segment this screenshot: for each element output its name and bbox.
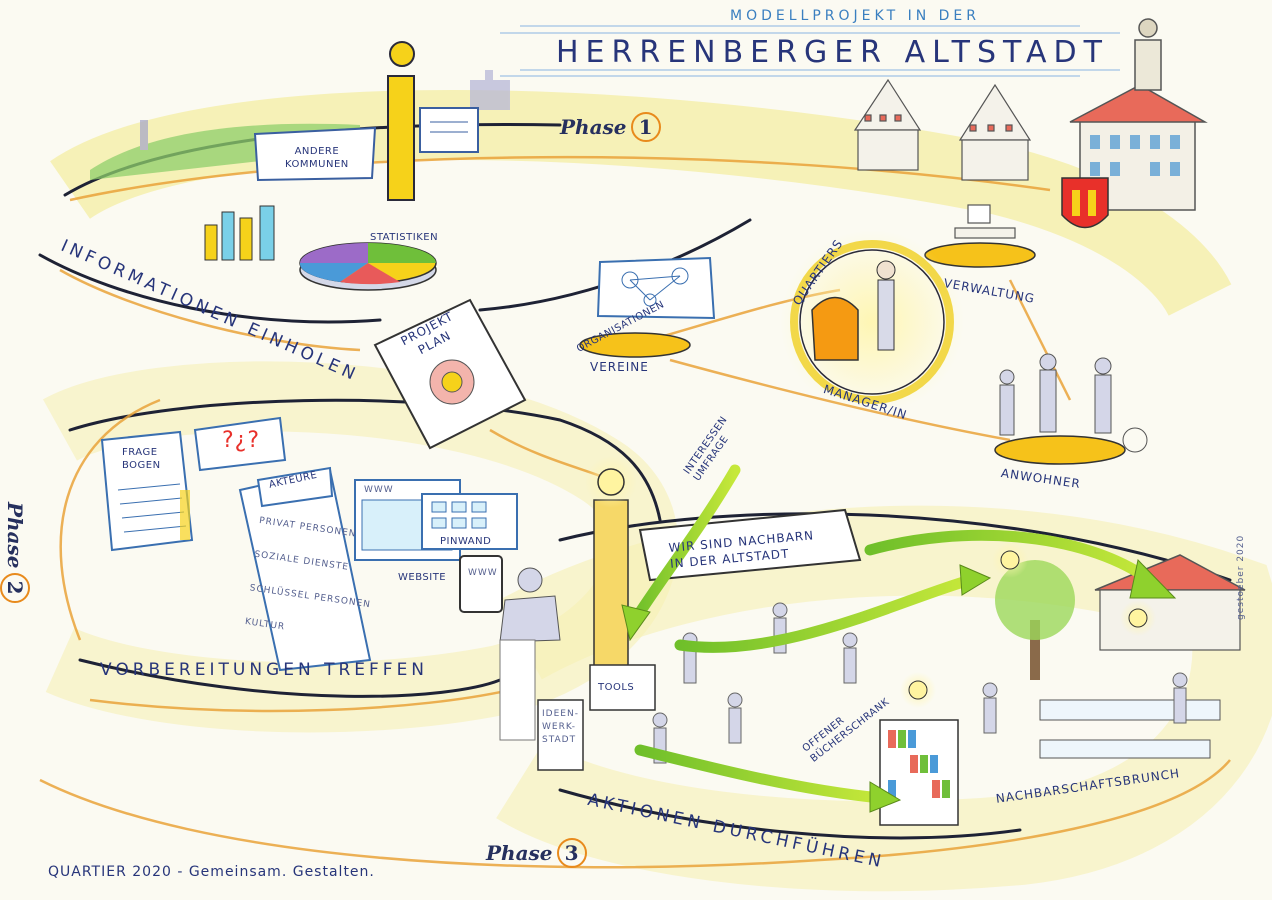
phase-2-label: Phase 2 xyxy=(0,502,30,603)
coat-of-arms-icon xyxy=(1061,177,1109,229)
vereine-label: VEREINE xyxy=(590,360,649,374)
website-label: WEBSITE xyxy=(398,572,447,583)
title-line-1: MODELLPROJEKT IN DER xyxy=(730,8,980,24)
pinwand-board xyxy=(421,493,518,550)
footer-slogan: QUARTIER 2020 - Gemeinsam. Gestalten. xyxy=(48,864,375,880)
andere-kommunen-label: ANDERE KOMMUNEN xyxy=(285,145,349,171)
fragebogen-line-1: FRAGE xyxy=(122,447,158,458)
andere-kommunen-line-2: KOMMUNEN xyxy=(285,159,349,170)
andere-kommunen-line-1: ANDERE xyxy=(294,146,340,157)
phase-3-word: Phase xyxy=(486,841,553,865)
fragebogen-sheet xyxy=(100,430,194,552)
title-underlines xyxy=(500,25,1120,77)
akteure-item-2: SOZIALE DIENSTE xyxy=(253,549,350,573)
organisationen-board xyxy=(579,256,716,358)
title-line-2: HERRENBERGER ALTSTADT xyxy=(556,35,1109,70)
website-www-label: WWW xyxy=(364,485,394,495)
tablet-www-label: WWW xyxy=(468,568,498,578)
question-bubble xyxy=(193,416,287,472)
ideenwerkstadt-label: IDEEN- WERK- STADT xyxy=(542,708,579,747)
quartiers-manager-circle xyxy=(780,230,964,414)
crowd-figures xyxy=(652,602,1188,764)
akteure-scroll xyxy=(238,466,372,672)
tools-box xyxy=(589,664,656,711)
ideenwerkstadt-line-1: IDEEN- xyxy=(542,709,579,719)
signature: gestoeber 2020 xyxy=(1236,534,1246,620)
arrow-heads xyxy=(621,558,1177,813)
speech-bubble-kommunen xyxy=(253,126,377,182)
fragebogen-label: FRAGE BOGEN xyxy=(122,446,161,472)
statistics-bars xyxy=(204,205,275,261)
info-board xyxy=(419,107,479,153)
bookshelf xyxy=(879,719,959,826)
ideenwerkstadt-sign xyxy=(499,639,584,771)
pinwand-label: PINWAND xyxy=(440,536,492,547)
town-hall xyxy=(1069,18,1208,211)
phase-3-number: 3 xyxy=(556,838,587,868)
phase-1-number: 1 xyxy=(630,112,661,142)
path-outlines xyxy=(38,122,1232,840)
ideenwerkstadt-line-3: STADT xyxy=(542,735,577,745)
akteure-list: PRIVAT PERSONEN SOZIALE DIENSTE SCHLÜSSE… xyxy=(244,515,381,645)
verwaltung-disc xyxy=(924,204,1036,268)
anwohner-disc xyxy=(994,353,1148,465)
statistiken-label: STATISTIKEN xyxy=(370,232,439,243)
phase-1-word: Phase xyxy=(560,115,627,139)
tree xyxy=(995,560,1075,680)
phase-2-word: Phase xyxy=(3,502,27,569)
akteure-item-3: SCHLÜSSEL PERSONEN xyxy=(249,583,372,611)
tools-label: TOOLS xyxy=(598,682,635,693)
info-i-icon xyxy=(387,41,415,201)
track-vorbereitungen: VORBEREITUNGEN TREFFEN xyxy=(100,660,429,680)
small-lightbulbs xyxy=(900,542,1156,708)
question-marks: ?¿? xyxy=(222,428,261,453)
project-plan-sheet xyxy=(373,298,527,450)
tablet-device xyxy=(459,555,503,613)
phase-2-number: 2 xyxy=(0,572,30,603)
presenter-figure xyxy=(499,567,561,643)
half-timbered-houses xyxy=(853,78,1032,181)
ideenwerkstadt-line-2: WERK- xyxy=(542,722,577,732)
green-arrows xyxy=(629,464,1156,804)
fragebogen-line-2: BOGEN xyxy=(122,460,161,471)
statistics-pie xyxy=(299,242,437,291)
